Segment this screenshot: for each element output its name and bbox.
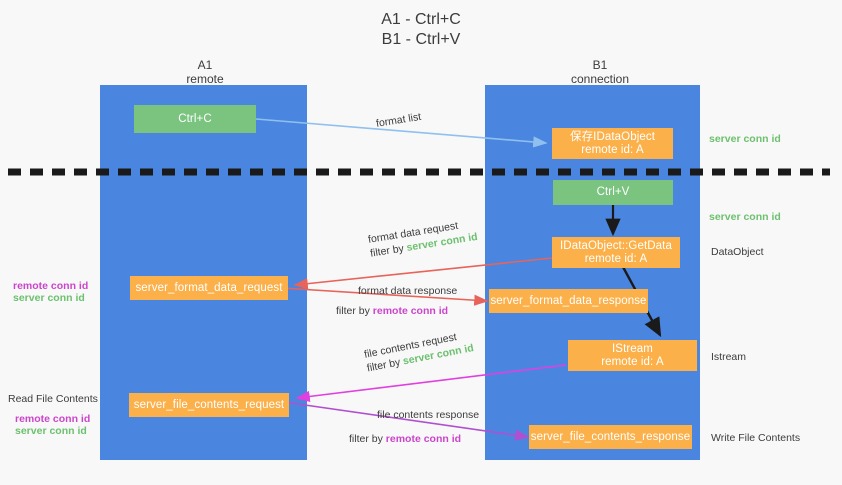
node-server-file-contents-response-label: server_file_contents_response [530,430,691,443]
edge-label-file-contents-response-text: file contents response [377,409,480,421]
node-idataobject-getdata[interactable]: IDataObject::GetData remote id: A [552,237,680,268]
column-a1-name: A1 [197,58,213,72]
filter-value-remote-conn-id: remote conn id [372,305,449,317]
edge-label-file-contents-response: file contents response filter by remote … [349,408,480,446]
annotation-dataobject: DataObject [711,246,764,258]
column-b1-sub: connection [570,72,630,86]
node-ctrl-v-label: Ctrl+V [596,186,630,198]
annotation-left-remote-conn-id-2: remote conn id [15,413,91,425]
edge-label-file-contents-response-filter: filter by remote conn id [349,432,479,446]
node-save-idataobject-sublabel: remote id: A [581,143,644,156]
annotation-write-file-contents: Write File Contents [711,432,801,444]
column-b1-name: B1 [592,58,608,72]
annotation-left-server-conn-id-2: server conn id [15,425,87,437]
node-server-format-data-request-label: server_format_data_request [135,281,283,294]
arrow-format-list [255,118,548,148]
node-istream[interactable]: IStream remote id: A [568,340,697,371]
node-istream-sublabel: remote id: A [601,355,664,368]
column-header-a1: A1 remote [130,58,280,86]
node-server-file-contents-response[interactable]: server_file_contents_response [529,425,692,449]
page-title: A1 - Ctrl+C B1 - Ctrl+V [0,10,842,50]
annotation-left-server-conn-id-1: server conn id [13,292,85,304]
edge-label-format-data-response-text: format data response [358,285,458,297]
node-server-file-contents-request[interactable]: server_file_contents_request [129,393,289,417]
node-server-file-contents-request-label: server_file_contents_request [133,398,285,411]
node-ctrl-c-label: Ctrl+C [178,112,212,125]
edge-label-format-data-response: format data response filter by remote co… [336,284,458,318]
node-idataobject-getdata-sublabel: remote id: A [584,252,648,265]
node-server-format-data-response-label: server_format_data_response [490,294,647,307]
node-istream-label: IStream [612,342,653,355]
annotation-read-file-contents: Read File Contents [8,393,98,405]
node-server-format-data-response[interactable]: server_format_data_response [489,289,648,313]
title-line-2: B1 - Ctrl+V [381,31,461,48]
arrow-format-data-request [293,257,553,290]
arrow-file-contents-request [295,364,567,402]
title-line-1: A1 - Ctrl+C [381,11,461,28]
column-a1-sub: remote [186,72,224,86]
filter-prefix: filter by [336,305,373,317]
filter-value-remote-conn-id: remote conn id [385,433,462,445]
node-server-format-data-request[interactable]: server_format_data_request [130,276,288,300]
node-ctrl-c[interactable]: Ctrl+C [134,105,256,133]
annotation-server-conn-id-2: server conn id [709,211,781,223]
annotation-istream: Istream [711,351,747,363]
node-save-idataobject[interactable]: 保存IDataObject remote id: A [552,128,673,159]
node-save-idataobject-label: 保存IDataObject [569,130,656,143]
column-header-b1: B1 connection [525,58,675,86]
node-idataobject-getdata-label: IDataObject::GetData [560,239,672,252]
arrow-file-contents-response [283,401,530,441]
edge-label-format-data-response-filter: filter by remote conn id [336,304,457,318]
annotation-server-conn-id-1: server conn id [709,133,781,145]
annotation-left-remote-conn-id-1: remote conn id [13,280,89,292]
filter-prefix: filter by [349,433,386,445]
arrow-format-data-response [281,287,489,306]
node-ctrl-v[interactable]: Ctrl+V [553,180,673,205]
